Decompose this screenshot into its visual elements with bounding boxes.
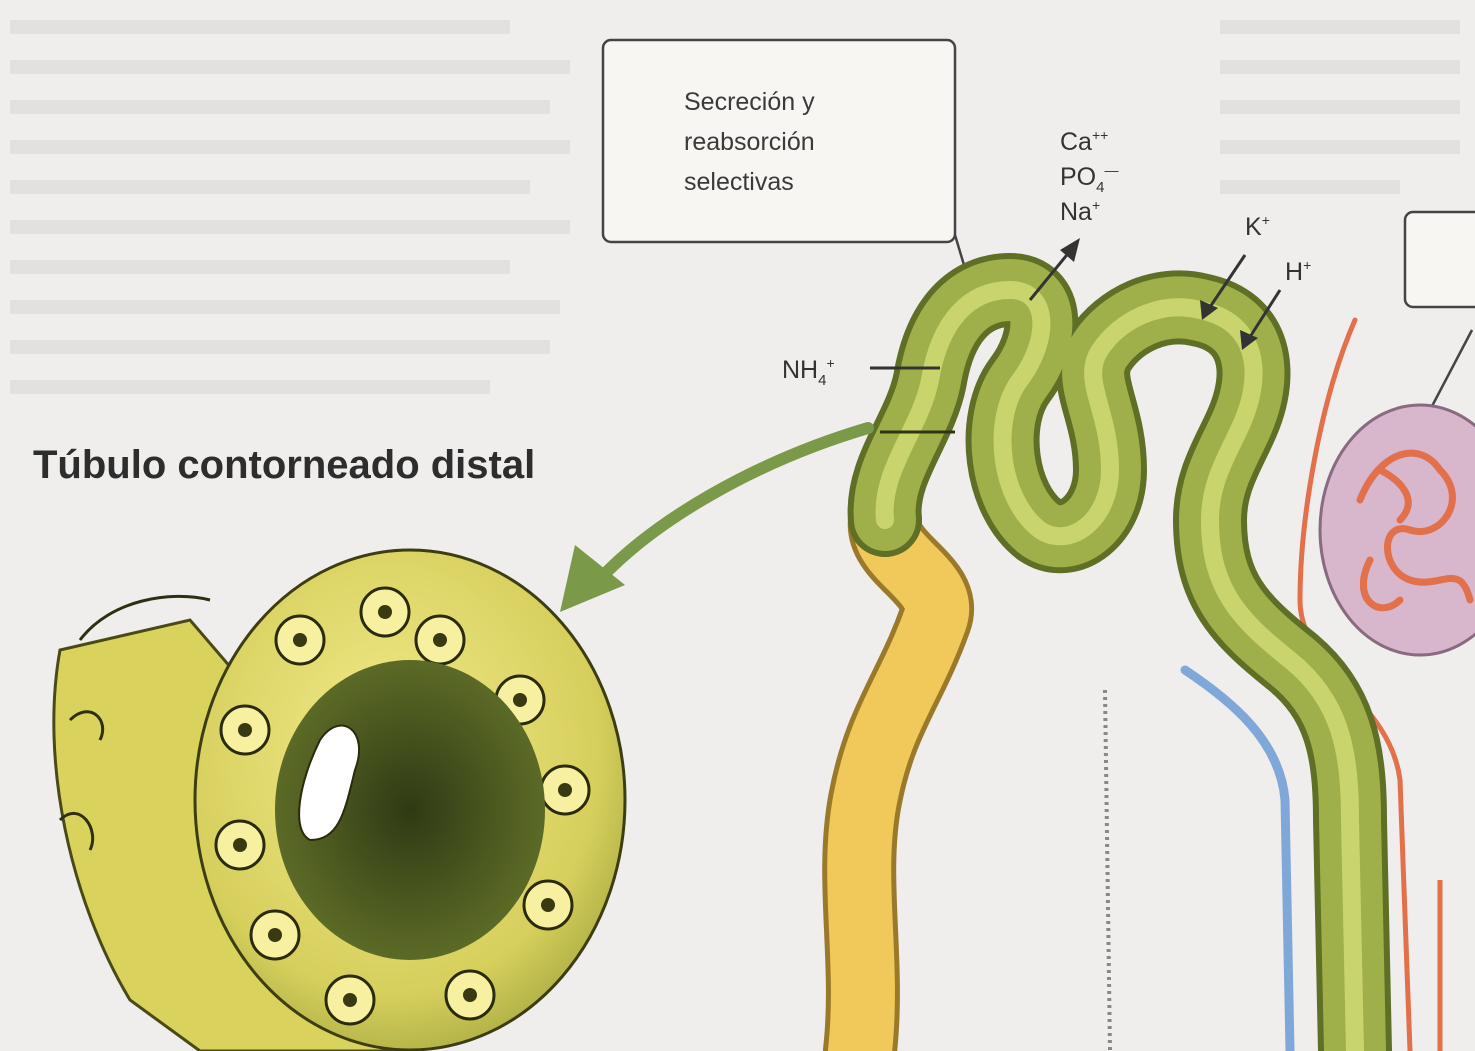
ion-label-hydrogen: H+ <box>1285 257 1311 286</box>
ion-label-sodium: Na+ <box>1060 197 1100 226</box>
glomerulus <box>1320 405 1475 655</box>
info-box-line-1: Secreción y <box>684 88 815 116</box>
vein <box>1185 670 1290 1051</box>
pointer-arrowhead <box>560 545 625 612</box>
ion-label-calcium: Ca++ <box>1060 127 1108 156</box>
ion-label-ammonium: NH4+ <box>782 355 835 389</box>
pointer-arrow-shaft <box>590 428 868 590</box>
ion-label-potassium: K+ <box>1245 212 1270 241</box>
info-box-line-2: reabsorción <box>684 128 815 156</box>
info-box-partial-right <box>1405 212 1475 410</box>
tubule-cross-section <box>54 550 625 1051</box>
ion-label-phosphate: PO4— <box>1060 162 1118 196</box>
diagram-title: Túbulo contorneado distal <box>33 443 535 487</box>
cross-section-pointer-arrow <box>560 428 868 612</box>
info-box: Secreción y reabsorción selectivas <box>603 40 970 285</box>
info-box-line-3: selectivas <box>684 168 794 196</box>
dotted-guide-line <box>1105 690 1110 1051</box>
